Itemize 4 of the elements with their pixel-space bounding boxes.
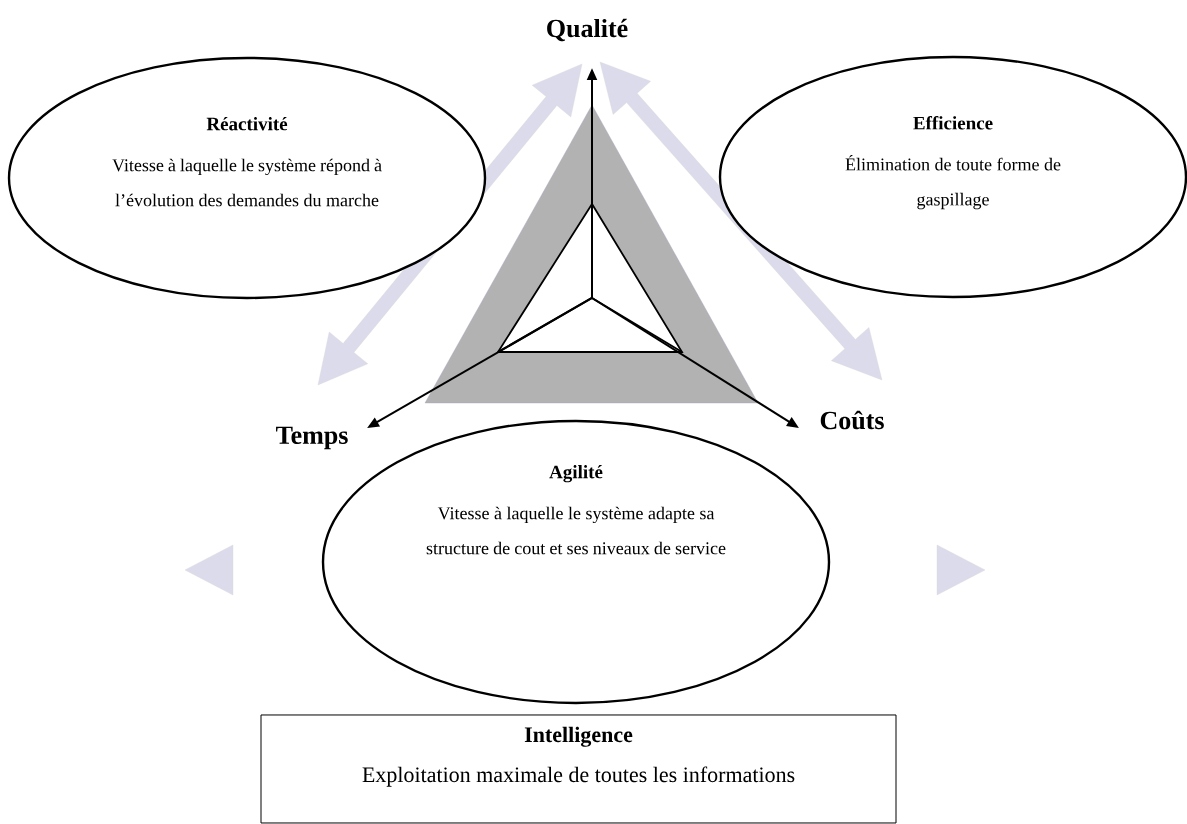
concept-box: Intelligence Exploitation maximale de toutes les informations <box>260 714 897 824</box>
node-label: Élimination de toute forme de gaspillage <box>845 154 1061 210</box>
axis-label: Qualité <box>547 18 628 42</box>
node-label: Efficience <box>913 115 993 130</box>
